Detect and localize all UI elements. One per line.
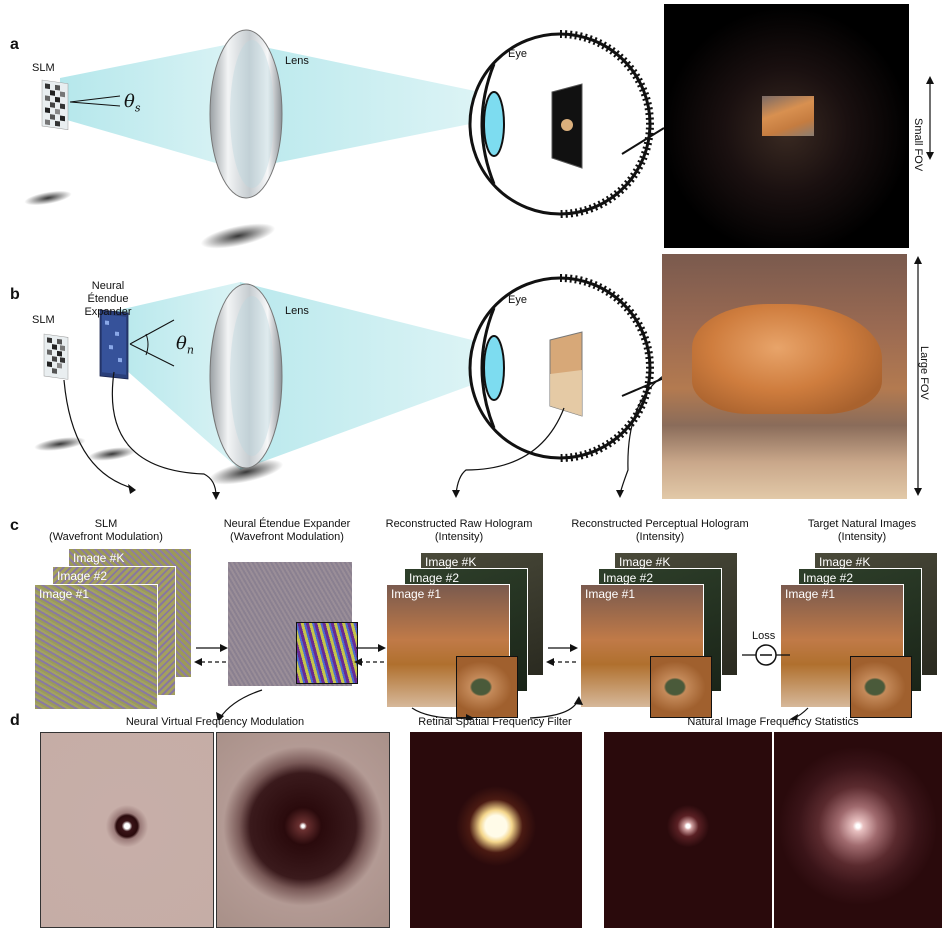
panel-b-optics <box>34 256 922 500</box>
raw-stack: Image #K Image #2 Image #1 <box>386 552 546 718</box>
expander-label-b: Neural Étendue Expander <box>84 280 132 318</box>
lens-label-b: Lens <box>285 305 309 317</box>
retinal-freq-filter <box>410 732 582 928</box>
small-fov-cat <box>762 96 814 136</box>
lens-a <box>209 29 283 199</box>
lens-label-a: Lens <box>285 55 309 67</box>
theta-n-line-1 <box>129 319 175 345</box>
small-fov-image <box>664 4 909 248</box>
panel-letter-b: b <box>10 286 20 303</box>
small-fov-label: Small FOV <box>912 118 924 172</box>
panel-c-arrows <box>194 644 809 720</box>
loss-label: Loss <box>752 630 776 642</box>
perc-zoom-inset <box>650 656 712 718</box>
natural-freq-stats-2 <box>774 732 942 928</box>
beam-lens-to-eye-b <box>240 282 480 470</box>
large-fov-label: Large FOV <box>918 346 930 400</box>
expander-zoom-inset <box>296 622 358 684</box>
eye-to-fov-a <box>621 127 665 155</box>
beam-slm-to-lens <box>60 42 240 170</box>
theta-s-label: θs <box>124 91 141 115</box>
slm-a <box>41 79 69 130</box>
eye-b <box>468 274 654 462</box>
connector-slm <box>63 379 133 489</box>
c-target-title: Target Natural Images(Intensity) <box>807 518 917 543</box>
slm-label-b: SLM <box>32 314 55 326</box>
panel-letter-d: d <box>10 712 20 729</box>
lens-b <box>209 283 283 469</box>
d-title-2: Retinal Spatial Frequency Filter <box>418 716 572 728</box>
panel-letter-c: c <box>10 517 19 534</box>
target-zoom-inset <box>850 656 912 718</box>
neural-freq-mod-1 <box>40 732 214 928</box>
lens-shadow <box>200 223 276 249</box>
expander-b <box>99 309 129 380</box>
theta-n-label: θn <box>176 333 194 357</box>
neural-freq-mod-2 <box>216 732 390 928</box>
perceptual-stack: Image #K Image #2 Image #1 <box>580 552 740 718</box>
c-raw-title: Reconstructed Raw Hologram(Intensity) <box>385 518 533 543</box>
d-title-3: Natural Image Frequency Statistics <box>687 716 859 728</box>
c-perceptual-title: Reconstructed Perceptual Hologram(Intens… <box>571 518 749 543</box>
c-slm-title: SLM(Wavefront Modulation) <box>49 518 163 543</box>
optics-diagram <box>24 29 934 500</box>
raw-zoom-inset <box>456 656 518 718</box>
theta-s-line-2 <box>69 101 121 107</box>
eye-a <box>468 30 654 218</box>
large-fov-cat <box>692 304 882 414</box>
slm-card-1: Image #1 <box>34 584 158 710</box>
slm-shadow <box>24 190 72 206</box>
slm-stack: Image #K Image #2 Image #1 <box>34 548 194 713</box>
c-expander-title: Neural Étendue Expander(Wavefront Modula… <box>223 518 351 543</box>
panel-letter-a: a <box>10 36 19 53</box>
target-stack: Image #K Image #2 Image #1 <box>780 552 940 718</box>
slm-label-a: SLM <box>32 62 55 74</box>
theta-n-line-2 <box>129 343 175 367</box>
connector-raw <box>455 407 565 495</box>
expander-card <box>228 562 358 686</box>
beam-expander-to-lens <box>110 282 240 470</box>
theta-s-line-1 <box>69 95 121 103</box>
eye-label-a: Eye <box>508 48 527 60</box>
large-fov-image <box>662 254 907 499</box>
slm-b <box>43 333 69 380</box>
natural-freq-stats-1 <box>604 732 772 928</box>
d-title-1: Neural Virtual Frequency Modulation <box>125 716 305 728</box>
panel-a-optics <box>24 29 934 249</box>
eye-label-b: Eye <box>508 294 527 306</box>
connector-expander <box>111 371 217 497</box>
connector-perceptual <box>619 373 667 495</box>
beam-lens-to-eye <box>240 42 480 170</box>
